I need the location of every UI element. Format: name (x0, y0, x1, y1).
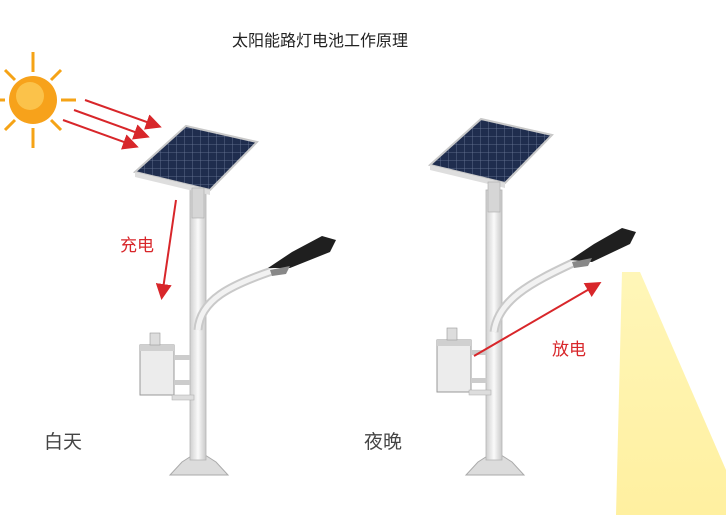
street-lamp-icon (268, 236, 336, 276)
diagram-title: 太阳能路灯电池工作原理 (231, 31, 408, 50)
battery-box-icon (139, 332, 195, 401)
battery-box-icon (436, 327, 492, 396)
sunlight-arrows (62, 99, 162, 150)
day-label: 白天 (44, 431, 83, 453)
solar-panel-icon (427, 117, 554, 213)
charge-arrow (155, 199, 177, 300)
light-beam (616, 272, 726, 515)
solar-panel-icon (132, 124, 259, 219)
discharge-arrow (473, 281, 602, 357)
sun-icon (0, 52, 76, 148)
night-street-lamp (427, 117, 636, 476)
street-lamp-icon (570, 228, 636, 268)
charge-label: 充电 (120, 236, 154, 256)
day-street-lamp (132, 124, 336, 476)
night-label: 夜晚 (364, 431, 403, 453)
discharge-label: 放电 (552, 340, 586, 360)
